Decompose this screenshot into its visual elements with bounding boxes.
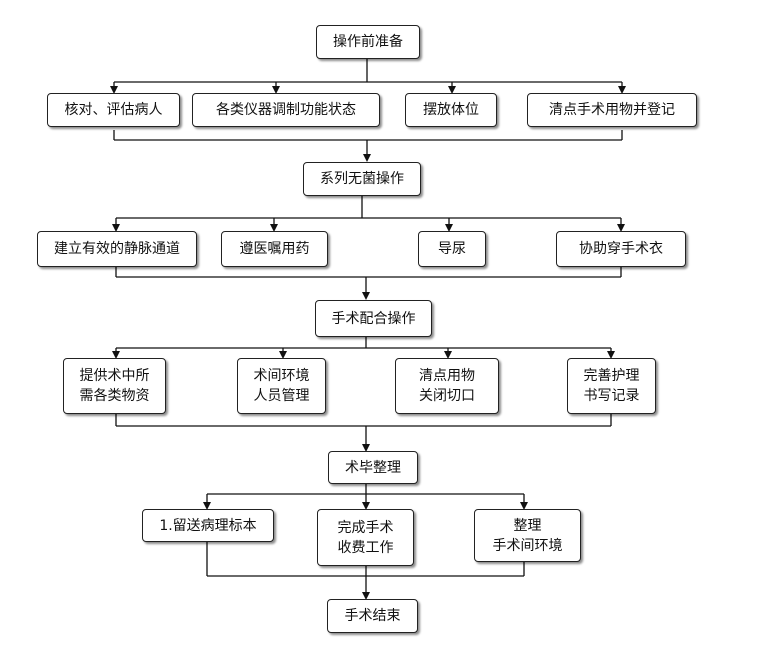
stage1-item-3: 摆放体位 [405, 93, 497, 127]
stage2-item-3-label: 导尿 [438, 241, 466, 257]
stage1-item-1: 核对、评估病人 [47, 93, 180, 127]
stage4-item-3-line2: 手术间环境 [492, 537, 563, 554]
stage4-item-2: 完成手术 收费工作 [317, 509, 414, 566]
stage1-title: 操作前准备 [333, 34, 403, 50]
stage3-item-2: 术间环境 人员管理 [237, 358, 326, 414]
end-title: 手术结束 [344, 608, 401, 624]
stage2-item-4-label: 协助穿手术衣 [579, 241, 663, 257]
stage1-item-1-label: 核对、评估病人 [64, 102, 163, 118]
stage3-item-1-line2: 需各类物资 [79, 388, 150, 404]
stage1-title-box: 操作前准备 [316, 25, 420, 59]
stage3-item-1: 提供术中所 需各类物资 [63, 358, 166, 414]
stage2-title: 系列无菌操作 [320, 171, 404, 187]
stage3-item-3-line2: 关闭切口 [419, 388, 475, 404]
stage4-item-2-line2: 收费工作 [337, 539, 394, 556]
stage4-item-2-line1: 完成手术 [337, 519, 394, 536]
stage2-item-2: 遵医嘱用药 [221, 231, 328, 267]
stage3-item-4-line2: 书写记录 [583, 388, 640, 404]
stage1-item-2: 各类仪器调制功能状态 [192, 93, 380, 127]
stage4-item-1: 1.留送病理标本 [142, 509, 274, 542]
stage4-item-3-line1: 整理 [513, 517, 542, 534]
stage3-item-4-line1: 完善护理 [583, 368, 640, 384]
stage1-item-2-label: 各类仪器调制功能状态 [216, 102, 356, 118]
stage1-item-4-label: 清点手术用物并登记 [549, 102, 675, 118]
stage1-item-4: 清点手术用物并登记 [527, 93, 697, 127]
stage3-title-box: 手术配合操作 [315, 300, 432, 337]
stage4-title: 术毕整理 [345, 459, 401, 476]
stage3-item-4: 完善护理 书写记录 [567, 358, 656, 414]
stage3-item-2-line1: 术间环境 [253, 368, 310, 384]
end-box: 手术结束 [327, 599, 418, 633]
stage4-title-box: 术毕整理 [328, 451, 418, 484]
stage3-item-3: 清点用物 关闭切口 [395, 358, 499, 414]
stage3-item-2-line2: 人员管理 [253, 388, 310, 404]
stage2-item-1-label: 建立有效的静脉通道 [54, 241, 180, 257]
stage3-item-3-line1: 清点用物 [419, 368, 475, 384]
stage1-item-3-label: 摆放体位 [423, 102, 479, 118]
stage2-item-1: 建立有效的静脉通道 [37, 231, 197, 267]
stage2-title-box: 系列无菌操作 [303, 162, 421, 196]
stage3-title: 手术配合操作 [331, 310, 416, 327]
stage3-item-1-line1: 提供术中所 [79, 368, 150, 384]
stage4-item-1-label: 1.留送病理标本 [159, 517, 257, 534]
stage4-item-3: 整理 手术间环境 [474, 509, 581, 562]
stage2-item-3: 导尿 [418, 231, 486, 267]
stage2-item-4: 协助穿手术衣 [556, 231, 686, 267]
stage2-item-2-label: 遵医嘱用药 [239, 241, 310, 257]
